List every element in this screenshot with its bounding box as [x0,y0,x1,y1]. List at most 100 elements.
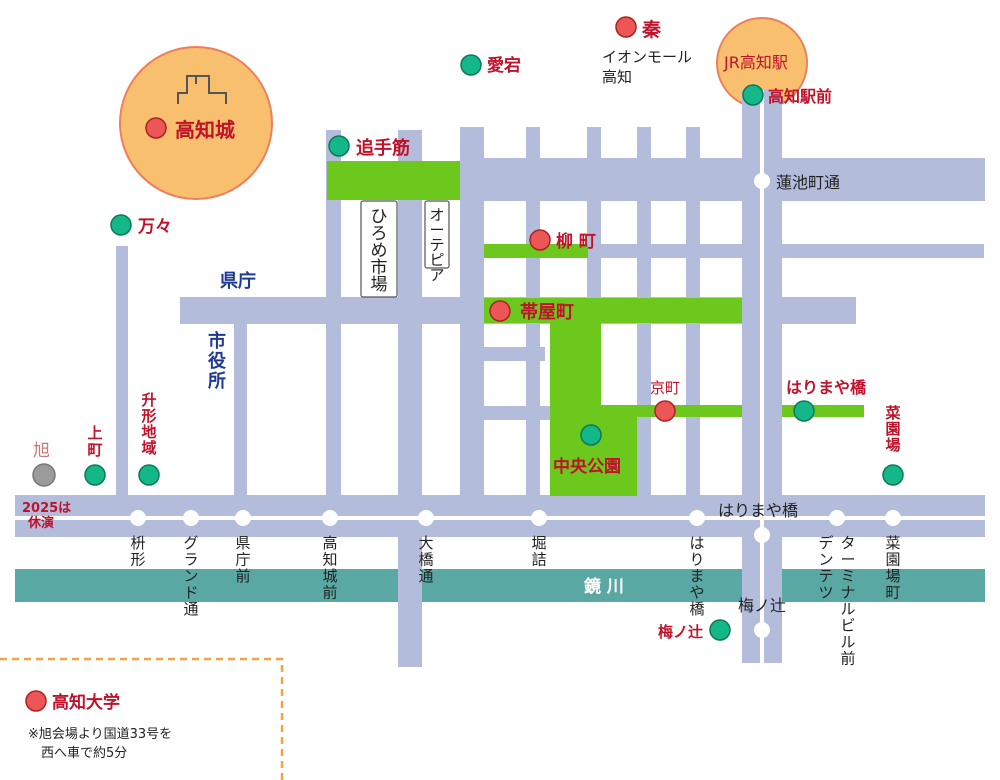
tram-stop-label: 大橋通 [418,534,433,585]
tram-stop-label: 枡形 [130,534,145,569]
atago-label: 愛宕 [487,55,521,76]
tram-stop-label: 県庁前 [235,534,250,585]
green-stage-markers [84,54,904,641]
castle-icon [177,75,227,104]
tram-stop-char: テ [818,567,833,585]
tram-stop-char: 枡 [130,534,145,552]
umenotsuji-street-label: 梅ノ辻 [738,596,786,615]
hirome-char: め [371,241,388,261]
tram-stop-dots [130,173,901,638]
kamimachi-char: 上 [87,424,102,442]
otepia-char: テ [429,236,444,254]
otesuji-label: 追手筋 [356,137,410,159]
kamimachi-label: 上町 [87,424,102,459]
tram-stop-char: 大 [418,534,433,552]
hirome-char: ひ [371,207,388,227]
tram-stop-char: 橋 [418,551,433,569]
kochi-castle-marker [145,117,167,139]
kochi-ekimae-marker [742,84,764,106]
red-venue-markers [25,16,676,712]
tram-stop-label: 堀詰 [531,534,546,569]
otepia-char: オ [429,206,444,224]
aeon-label-line2: 高知 [602,68,632,86]
hirome-char: 場 [371,275,388,295]
obiyamachi-label: 帯屋町 [520,301,574,323]
otesuji-marker [328,135,350,157]
otepia-label: オーテピア [429,206,444,284]
saienba-char: 場 [885,436,900,454]
tram-stop-char: デ [818,534,833,552]
saienba-char: 園 [885,420,900,438]
otebashi-road-over-river [398,560,422,667]
chuo-park-marker [580,424,602,446]
hirome-char: ろ [371,224,388,244]
legend-border [0,657,284,780]
chuo-park-label: 中央公園 [553,456,621,477]
tram-stop-char: 高 [322,534,337,552]
masugata-char: 形 [141,407,156,425]
tram-stop-char: 前 [840,650,855,668]
tram-stop-char: 知 [322,551,337,569]
masugata-chiiki-marker [138,464,160,486]
kamimachi-char: 町 [87,441,102,459]
yanagi-marker [529,229,551,251]
atago-marker [460,54,482,76]
tram-stop-char: ま [689,567,704,585]
hata-marker [615,16,637,38]
harimayabashi-stage-label: はりまや橋 [786,378,867,397]
saienba-marker [882,464,904,486]
yanagi-label: 柳 町 [556,231,596,252]
masugata-char: 升 [141,391,156,409]
aeon-label-line1: イオンモール [602,48,692,66]
tram-stop-label: 高知城前 [322,534,337,602]
tram-stop-char: ル [840,600,855,618]
tram-stop-char: 菜 [885,534,900,552]
kochi-castle-area [119,46,273,200]
tram-stop-char: 場 [885,567,900,585]
legend-red-marker [25,690,47,712]
otepia-char: ア [429,266,444,284]
tram-stop-char: 通 [418,567,433,585]
tram-stop-char: グ [183,534,198,552]
kyomachi-marker [654,400,676,422]
masugata-chiiki-label: 升形地域 [141,391,156,457]
hirome-char: 市 [371,258,388,278]
tram-stop-char: 前 [322,584,337,602]
asahi-label: 旭 [33,441,50,461]
tram-stop-label: ターミナルビル前 [840,534,855,668]
tram-stop-char: ン [183,567,198,585]
harimayabashi-street-label: はりまや橋 [718,501,798,520]
tram-stop-char: 町 [885,584,900,602]
masugata-char: 地 [141,423,156,441]
legend-note-line1: ※旭会場より国道33号を [28,727,172,742]
tram-stop-char: 詰 [531,551,546,569]
kamimachi-marker [84,464,106,486]
tram-stop-label: 菜園場町 [885,534,900,602]
tram-stop-char: 庁 [235,551,250,569]
saienba-label: 菜園場 [884,404,900,454]
tram-stop-char: 園 [885,551,900,569]
tram-stop-label: グランド通 [183,534,198,618]
tram-stop-char: 通 [183,600,198,618]
jr-station-label: JR高知駅 [723,53,788,72]
otepia-char: ー [429,221,444,239]
asahi-note: 2025は休演 [22,501,71,531]
tram-stop-char: タ [840,534,855,552]
legend-note-line2: 西へ車で約5分 [28,746,127,761]
city-hall-char: 役 [208,350,226,372]
kochi-castle-label: 高知城 [175,118,235,142]
kagami-river [15,569,985,602]
tram-stop-char: ナ [840,584,855,602]
tram-stop-char: ミ [840,567,855,585]
kagami-river-label: 鏡 川 [584,576,624,597]
legend-title: 高知大学 [52,692,120,713]
umenotsuji-stage-label: 梅ノ辻 [658,623,703,641]
tram-stop-char: ツ [818,584,833,602]
tram-stop-char: 形 [130,551,145,569]
kochi-ekimae-label: 高知駅前 [768,87,832,106]
shopping-streets [327,161,864,496]
tram-stop-char: ン [818,551,833,569]
tram-stop-char: ル [840,633,855,651]
